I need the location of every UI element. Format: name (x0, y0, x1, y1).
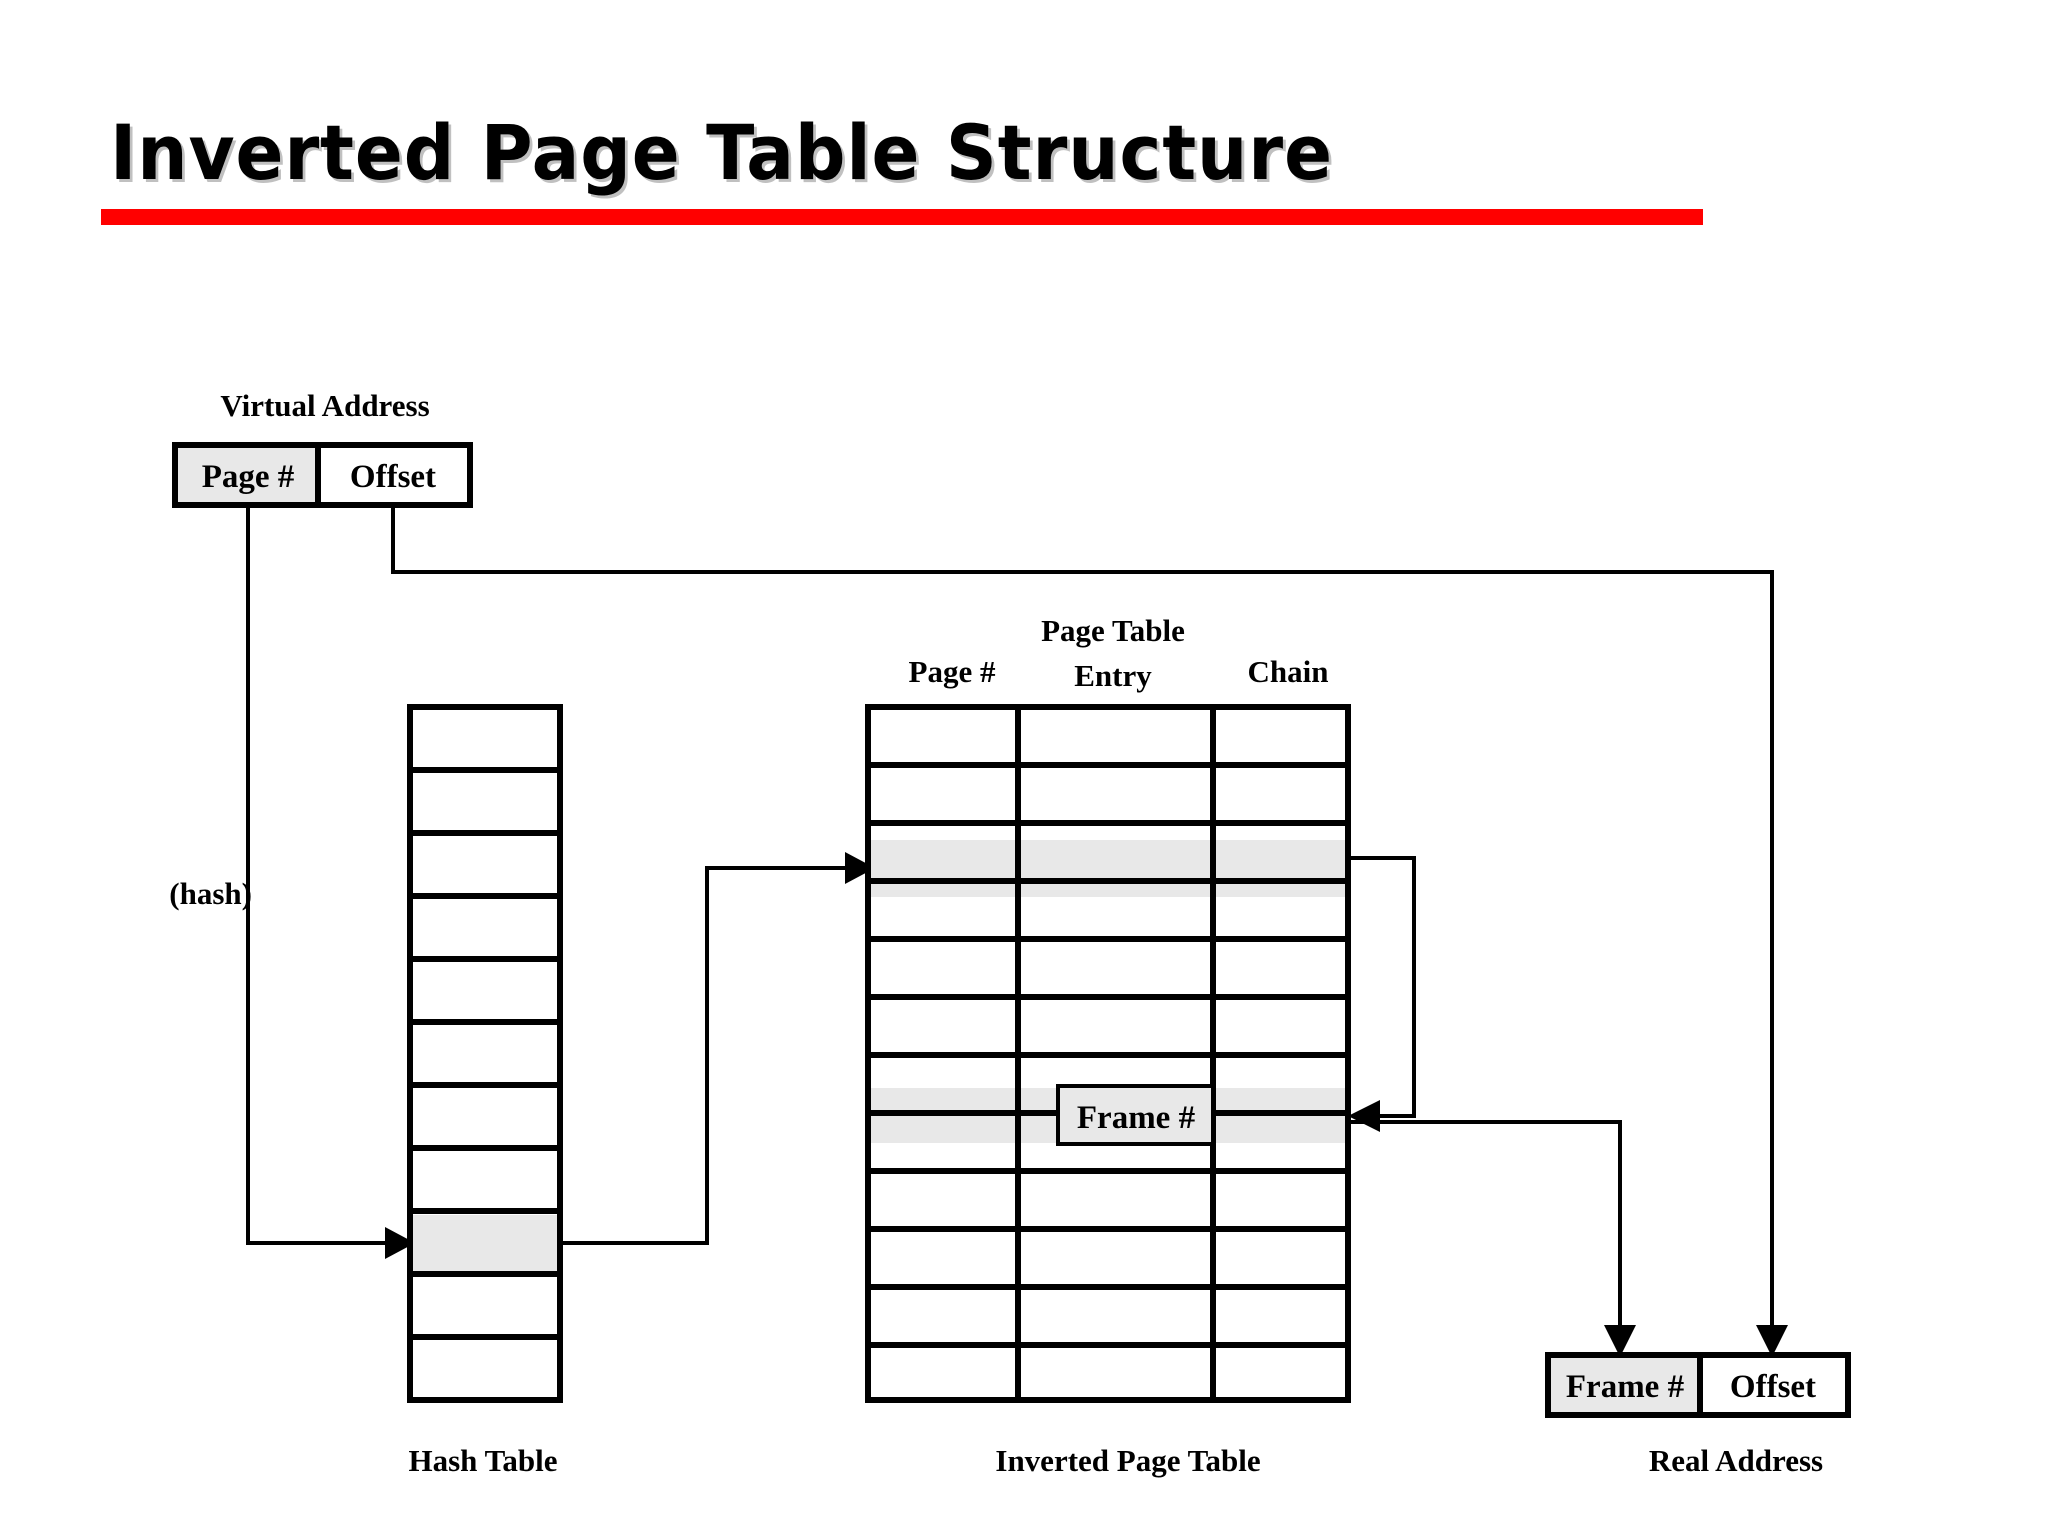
title-block: Inverted Page Table Structure (0, 0, 2048, 240)
virtual-address-box-outline (172, 442, 473, 508)
offset-connector-line (391, 505, 1774, 1325)
frame-number-overlay-label: Frame # (1077, 1100, 1196, 1136)
hash-table-caption: Hash Table (408, 1443, 557, 1478)
offset-connector-arrowhead (1756, 1325, 1788, 1357)
virtual-address-offset-label: Offset (350, 459, 436, 495)
real-address-offset-label: Offset (1730, 1369, 1816, 1405)
ipt-header-chain: Chain (1248, 654, 1329, 689)
frame-to-real-address-arrowhead (1604, 1325, 1636, 1357)
chain-connector-line (1348, 856, 1416, 1118)
hash-table-outline (407, 704, 563, 1403)
real-address-offset-cell (1700, 1357, 1846, 1413)
hash-connector-line (246, 505, 385, 1245)
hash-annotation-label: (hash) (169, 876, 252, 911)
virtual-address-offset-cell (318, 447, 468, 503)
ipt-row-highlight-3 (871, 840, 1345, 897)
ipt-column-dividers (1015, 707, 1216, 1400)
ipt-header-entry-line2: Entry (1074, 658, 1152, 693)
hashrow-to-ipt-arrowhead (845, 852, 875, 884)
virtual-address-page-label: Page # (202, 459, 295, 495)
real-address-frame-label: Frame # (1566, 1369, 1685, 1405)
page-title: Inverted Page Table Structure (110, 108, 1333, 197)
virtual-address-caption: Virtual Address (220, 388, 429, 423)
chain-connector-arrowhead (1348, 1100, 1380, 1132)
virtual-address-page-cell (177, 447, 318, 503)
title-underline-rule (101, 209, 1703, 225)
real-address-caption: Real Address (1649, 1443, 1823, 1478)
ipt-header-page-number: Page # (909, 654, 996, 689)
ipt-header-entry-line1: Page Table (1041, 613, 1185, 648)
real-address-frame-cell (1550, 1357, 1700, 1413)
frame-to-real-address-line (1345, 1120, 1622, 1325)
ipt-caption: Inverted Page Table (995, 1443, 1260, 1478)
hash-table-row-highlight (413, 1215, 557, 1272)
hashrow-to-ipt-line (557, 866, 845, 1245)
hash-connector-arrowhead (385, 1227, 415, 1259)
frame-number-overlay-box (1056, 1084, 1215, 1146)
hash-table-row-dividers (410, 767, 560, 1340)
